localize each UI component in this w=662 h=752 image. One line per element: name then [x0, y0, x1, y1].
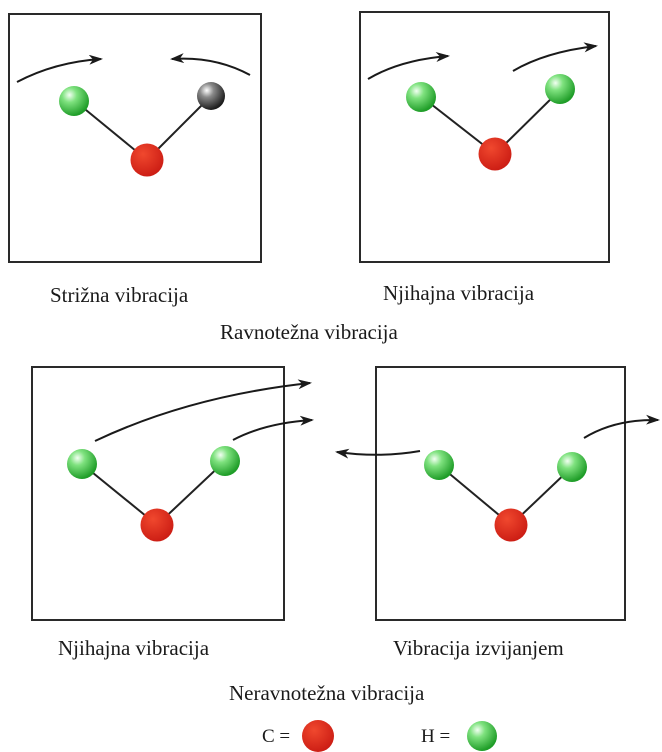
caption-rocking-bottom: Njihajna vibracija	[58, 636, 210, 660]
motion-arrow	[512, 42, 598, 72]
panel-scissoring	[8, 13, 262, 263]
motion-arrow	[367, 52, 450, 80]
group-label-non-equilibrium: Neravnotežna vibracija	[229, 681, 425, 705]
panel-frame	[375, 366, 626, 621]
motion-arrow	[170, 53, 251, 76]
panel-frame	[359, 11, 610, 263]
gray-atom	[197, 82, 225, 110]
motion-arrow	[335, 448, 421, 459]
panel-twisting	[335, 366, 660, 621]
hydrogen-atom	[424, 450, 454, 480]
panel-rocking-bottom	[31, 366, 314, 621]
caption-scissoring: Strižna vibracija	[50, 283, 189, 307]
legend-carbon-label: C =	[262, 726, 291, 747]
hydrogen-atom	[557, 452, 587, 482]
group-label-equilibrium: Ravnotežna vibracija	[220, 320, 398, 344]
legend-hydrogen-label: H =	[421, 726, 451, 747]
legend-carbon-atom	[302, 720, 334, 752]
hydrogen-atom	[545, 74, 575, 104]
hydrogen-atom	[59, 86, 89, 116]
motion-arrow	[94, 379, 312, 442]
hydrogen-atom	[406, 82, 436, 112]
panel-rocking-top	[359, 11, 610, 263]
motion-arrow	[583, 414, 660, 439]
carbon-atom	[494, 508, 528, 542]
panel-frame	[8, 13, 262, 263]
carbon-atom	[478, 137, 512, 171]
motion-arrow	[16, 54, 103, 83]
carbon-atom	[140, 508, 174, 542]
legend-hydrogen-atom	[467, 721, 497, 751]
hydrogen-atom	[210, 446, 240, 476]
motion-arrow	[232, 415, 314, 441]
hydrogen-atom	[67, 449, 97, 479]
panel-frame	[31, 366, 285, 621]
legend-symbols	[302, 720, 497, 752]
caption-rocking-top: Njihajna vibracija	[383, 281, 535, 305]
carbon-atom	[130, 143, 164, 177]
caption-twisting: Vibracija izvijanjem	[393, 636, 564, 660]
